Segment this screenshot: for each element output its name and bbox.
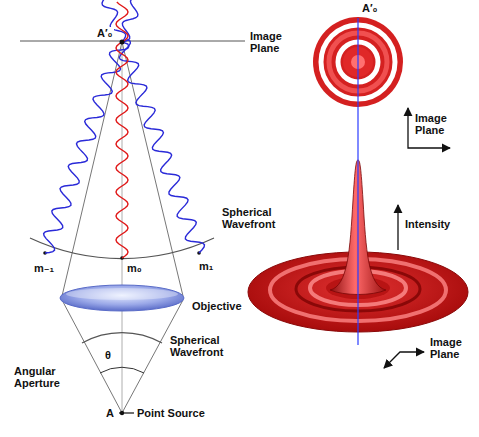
optical-axis — [122, 42, 123, 413]
point-label: m₀ — [126, 262, 143, 274]
axis-label: Intensity — [405, 218, 450, 230]
label-dash — [119, 412, 134, 413]
wavefront-label: Spherical Wavefront — [222, 206, 292, 230]
plane-axes-arrow — [384, 352, 424, 368]
light-wave — [102, 0, 204, 253]
aperture-label: Angular Aperture — [14, 365, 74, 389]
wavefront-arc — [30, 238, 214, 259]
image-point-label: A′₀ — [362, 2, 378, 14]
wave-group — [44, 0, 205, 258]
plane-label: Image Plane — [250, 30, 290, 54]
image-point — [120, 40, 125, 45]
ray-line — [62, 300, 122, 413]
objective-lens — [60, 285, 184, 311]
point-label: m₋₁ — [33, 262, 55, 274]
plane-label: Image Plane — [415, 112, 459, 136]
source-label: Point Source — [137, 407, 205, 419]
optical-axis — [357, 18, 358, 345]
wavefront-label: Spherical Wavefront — [170, 334, 240, 358]
lens-highlight — [66, 288, 178, 300]
lens-label: Objective — [192, 300, 242, 312]
image-point-label: A′₀ — [96, 27, 114, 39]
intensity-arrow — [397, 205, 398, 250]
wavefront-arc — [82, 333, 162, 343]
image-plane-line — [20, 41, 245, 42]
plane-label: Image Plane — [430, 336, 474, 360]
aperture-arc — [100, 367, 144, 373]
angle-label: θ — [104, 349, 112, 361]
point-label: A — [106, 407, 114, 419]
light-wave — [44, 0, 146, 253]
light-wave — [116, 2, 128, 258]
point-label: m₁ — [198, 260, 214, 272]
